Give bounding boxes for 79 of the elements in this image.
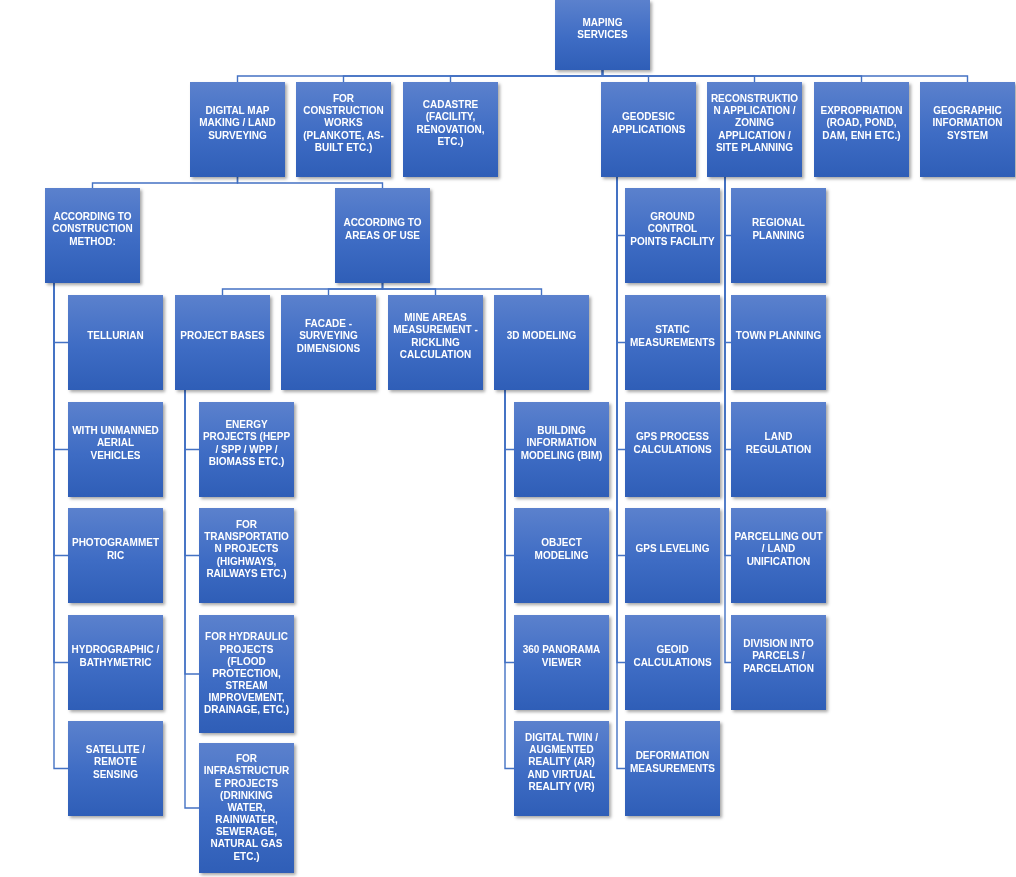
category-box [814, 82, 909, 177]
box-label: GEOID CALCULATIONS [632, 644, 713, 669]
category-box [514, 508, 609, 603]
category-box [494, 295, 589, 390]
category-box [920, 82, 1015, 177]
category-box [45, 188, 140, 283]
category-box [707, 82, 802, 177]
box-label: 360 PANORAMA VIEWER [521, 644, 602, 669]
category-box [731, 188, 826, 283]
category-box [555, 0, 650, 70]
box-label: ENERGY PROJECTS (HEPP / SPP / WPP / BIOMASS ETC.) [202, 419, 291, 468]
box-label: SATELLITE / REMOTE SENSING [84, 744, 147, 781]
box-label: EXPROPRIATION (ROAD, POND, DAM, ENH ETC.) [819, 105, 904, 142]
box-label: FOR TRANSPORTATION PROJECTS (HIGHWAYS, RAILWAYS ETC.) [203, 519, 290, 580]
category-box [514, 402, 609, 497]
category-box [625, 615, 720, 710]
box-label: GEOGRAPHIC INFORMATION SYSTEM [931, 105, 1004, 142]
box-label: PHOTOGRAMMETRIC [71, 537, 160, 562]
category-box [190, 82, 285, 177]
category-box [335, 188, 430, 283]
box-label: RECONSTRUKTION APPLICATION / ZONING APPLICATION / SITE PLANNING [710, 93, 799, 154]
category-box [199, 615, 294, 733]
box-label: GPS PROCESS CALCULATIONS [632, 431, 713, 456]
box-label: DIGITAL TWIN / AUGMENTED REALITY (AR) AND VIRTUAL REALITY (VR) [524, 732, 599, 793]
box-label: REGIONAL PLANNING [751, 217, 806, 242]
connector-line [236, 176, 384, 189]
box-label: ACCORDING TO CONSTRUCTION METHOD: [51, 211, 134, 248]
box-label: TOWN PLANNING [735, 330, 822, 343]
category-box [296, 82, 391, 177]
category-box [175, 295, 270, 390]
box-label: DIGITAL MAP MAKING / LAND SURVEYING [198, 105, 277, 142]
box-label: FACADE - SURVEYING DIMENSIONS [295, 318, 362, 355]
connector-line [381, 282, 543, 296]
box-label: LAND REGULATION [744, 431, 813, 456]
category-box [514, 721, 609, 816]
category-box [625, 295, 720, 390]
category-box [731, 508, 826, 603]
category-box [68, 615, 163, 710]
category-box [199, 743, 294, 873]
category-box [388, 295, 483, 390]
box-label: CADASTRE (FACILITY, RENOVATION, ETC.) [415, 99, 486, 148]
box-label: MAPING SERVICES [576, 16, 629, 42]
box-label: GEODESIC APPLICATIONS [610, 111, 687, 136]
box-label: WITH UNMANNED AERIAL VEHICLES [71, 425, 160, 462]
box-label: FOR HYDRAULIC PROJECTS (FLOOD PROTECTION, STREAM IMPROVEMENT, DRAINAGE, ETC.) [203, 631, 290, 717]
category-box [199, 402, 294, 497]
box-label: TELLURIAN [87, 330, 144, 343]
box-label: STATIC MEASUREMENTS [629, 324, 716, 349]
box-label: MINE AREAS MEASUREMENT - RICKLING CALCULATION [392, 312, 479, 361]
category-box [514, 615, 609, 710]
category-box [601, 82, 696, 177]
box-label: DIVISION INTO PARCELS / PARCELATION [742, 638, 815, 675]
category-box [68, 508, 163, 603]
box-label: 3D MODELING [506, 330, 577, 343]
category-box [731, 615, 826, 710]
box-label: HYDROGRAPHIC / BATHYMETRIC [71, 644, 160, 669]
connector-line [601, 69, 969, 83]
category-box [625, 188, 720, 283]
category-box [625, 402, 720, 497]
category-box [625, 508, 720, 603]
box-label: BUILDING INFORMATION MODELING (BIM) [519, 425, 604, 462]
category-box [199, 508, 294, 603]
category-box [403, 82, 498, 177]
box-label: FOR INFRASTRUCTURE PROJECTS (DRINKING WATER, RAINWATER, SEWERAGE, NATURAL GAS ETC.) [202, 753, 291, 863]
box-label: PROJECT BASES [180, 330, 265, 343]
box-label: GPS LEVELING [635, 543, 710, 556]
category-box [281, 295, 376, 390]
box-label: ACCORDING TO AREAS OF USE [342, 217, 423, 242]
box-label: PARCELLING OUT / LAND UNIFICATION [734, 531, 823, 568]
category-box [625, 721, 720, 816]
box-label: OBJECT MODELING [533, 537, 590, 562]
box-label: DEFORMATION MEASUREMENTS [629, 750, 716, 775]
box-label: GROUND CONTROL POINTS FACILITY [629, 211, 716, 248]
category-box [68, 721, 163, 816]
box-label: FOR CONSTRUCTION WORKS (PLANKOTE, AS-BUILT ETC.) [302, 93, 385, 154]
category-box [731, 402, 826, 497]
category-box [731, 295, 826, 390]
category-box [68, 402, 163, 497]
category-box [68, 295, 163, 390]
